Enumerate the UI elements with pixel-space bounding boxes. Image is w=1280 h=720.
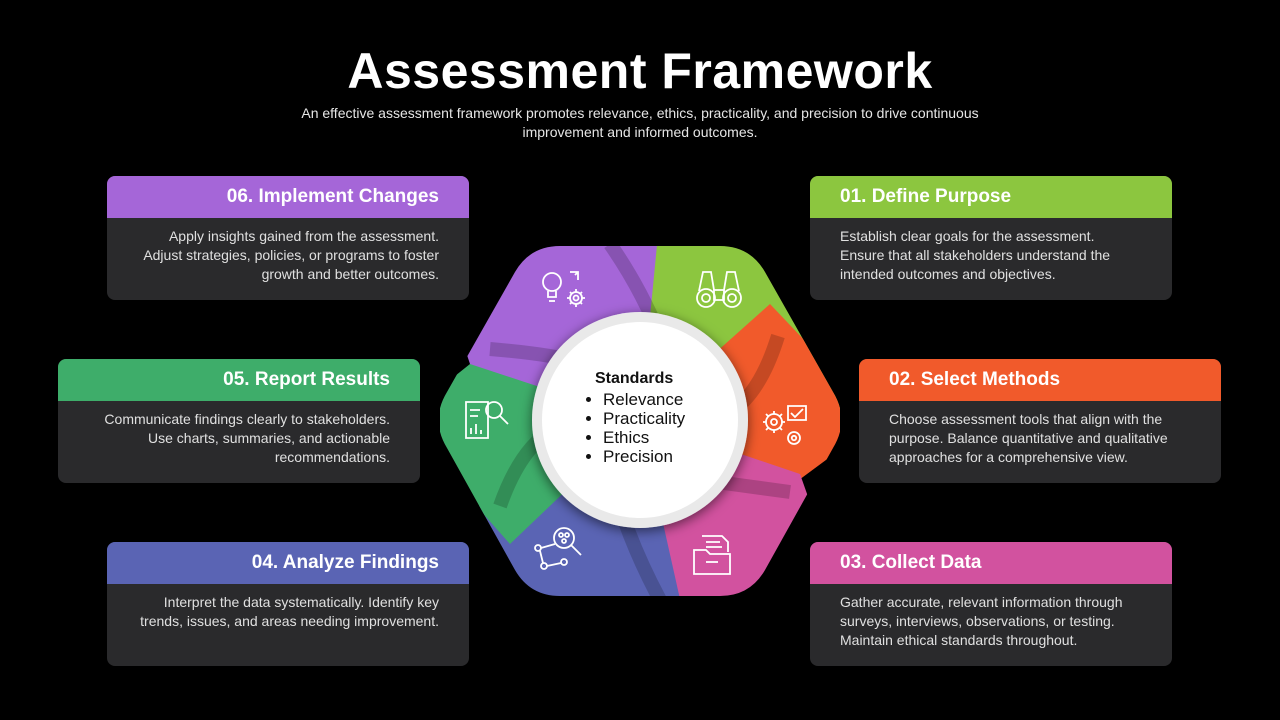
step-description: Communicate findings clearly to stakehol… (104, 411, 390, 465)
report-magnifier-icon (465, 401, 509, 439)
page-title: Assessment Framework (347, 43, 933, 99)
step-card-implement-changes: 06. Implement Changes Apply insights gai… (107, 176, 469, 300)
lightbulb-gear-icon (542, 271, 585, 307)
page-subtitle: An effective assessment framework promot… (301, 105, 979, 140)
step-header: 05. Report Results (58, 359, 420, 401)
binoculars-icon (696, 271, 742, 308)
standards-item: Relevance (603, 390, 720, 409)
standards-item: Precision (603, 447, 720, 466)
step-card-select-methods: 02. Select Methods Choose assessment too… (859, 359, 1221, 483)
standards-item: Practicality (603, 409, 720, 428)
step-header: 04. Analyze Findings (107, 542, 469, 584)
center-disc (542, 322, 738, 518)
step-description: Gather accurate, relevant information th… (840, 594, 1123, 648)
standards-heading: Standards (595, 370, 674, 387)
standards-item: Ethics (603, 428, 720, 447)
step-description: Apply insights gained from the assessmen… (143, 228, 439, 282)
step-card-analyze-findings: 04. Analyze Findings Interpret the data … (107, 542, 469, 666)
center-standards: Standards Relevance Practicality Ethics … (580, 370, 720, 466)
step-header: 03. Collect Data (810, 542, 1172, 584)
folder-documents-icon (693, 535, 731, 575)
step-card-define-purpose: 01. Define Purpose Establish clear goals… (810, 176, 1172, 300)
step-header: 06. Implement Changes (107, 176, 469, 218)
magnifier-network-icon (534, 527, 582, 570)
step-card-collect-data: 03. Collect Data Gather accurate, releva… (810, 542, 1172, 666)
standards-list: Relevance Practicality Ethics Precision (580, 390, 720, 466)
gears-checklist-icon (763, 405, 807, 445)
step-header: 01. Define Purpose (810, 176, 1172, 218)
hexagon-cycle-diagram (440, 246, 840, 596)
step-card-report-results: 05. Report Results Communicate findings … (58, 359, 420, 483)
step-description: Choose assessment tools that align with … (889, 411, 1168, 465)
step-description: Interpret the data systematically. Ident… (140, 594, 439, 629)
step-header: 02. Select Methods (859, 359, 1221, 401)
step-description: Establish clear goals for the assessment… (840, 228, 1111, 282)
